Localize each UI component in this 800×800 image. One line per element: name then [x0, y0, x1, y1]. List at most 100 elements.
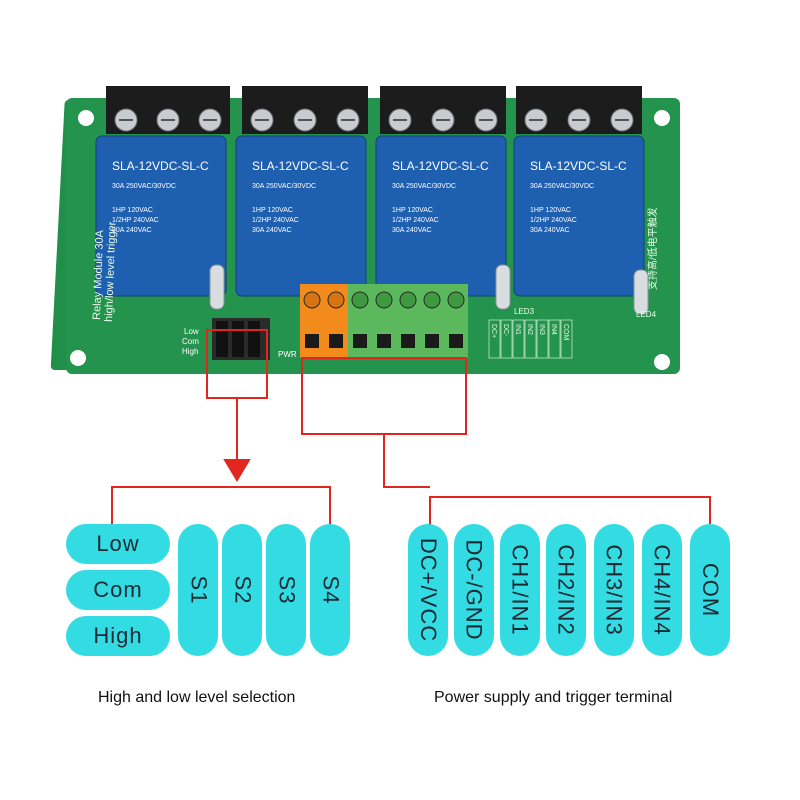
- mounting-hole: [78, 110, 94, 126]
- relay-2: SLA-12VDC-SL-C 30A 250VAC/30VDC 1HP 120VAC…: [235, 135, 367, 297]
- level-com-pill: Com: [66, 570, 170, 610]
- relay-line4: 30A 240VAC: [252, 227, 292, 234]
- relay-line2: 1HP 120VAC: [112, 207, 153, 214]
- input-screw: [375, 291, 393, 309]
- relay-line2: 1HP 120VAC: [392, 207, 433, 214]
- relay-body: [513, 135, 645, 297]
- terminal-silk-label: COM: [562, 324, 569, 341]
- jumper-low-label: Low: [184, 327, 199, 336]
- callout-lines: [111, 329, 711, 526]
- silk-left-2: high/low level trigger: [103, 221, 119, 322]
- terminal-silk-label: IN1: [514, 324, 521, 335]
- relay-line2: 1HP 120VAC: [252, 207, 293, 214]
- switch-s4-label: S4: [317, 575, 343, 605]
- switch-s1-pill: S1: [178, 524, 218, 656]
- relay-line4: 30A 240VAC: [530, 227, 570, 234]
- input-socket: [353, 334, 367, 348]
- terminal-silk-box: [560, 319, 573, 359]
- level-com-label: Com: [93, 577, 143, 602]
- callout-arrow: [223, 459, 251, 482]
- terminal-silk-label: DC-: [502, 324, 509, 337]
- mounting-hole: [654, 354, 670, 370]
- input-terminal-block: [300, 284, 468, 358]
- terminal-silk-box: [512, 319, 525, 359]
- terminal-dc-plus-pill: DC+/VCC: [408, 524, 448, 656]
- relay-body: [95, 135, 227, 297]
- right-group-bracket: [429, 496, 711, 526]
- relay-model: SLA-12VDC-SL-C: [392, 159, 489, 173]
- pwr-label: PWR: [278, 350, 297, 359]
- terminal-dc-minus-label: DC-/GND: [462, 539, 488, 641]
- terminal-in1-label: CH1/IN1: [508, 544, 534, 636]
- relay-line1: 30A 250VAC/30VDC: [112, 183, 176, 190]
- terminal-in4-label: CH4/IN4: [650, 544, 676, 636]
- terminal-silk-label: IN3: [538, 324, 545, 335]
- switch-s1-label: S1: [185, 575, 211, 605]
- mounting-hole: [70, 350, 86, 366]
- relay-model: SLA-12VDC-SL-C: [530, 159, 627, 173]
- input-screw: [327, 291, 345, 309]
- input-screw: [447, 291, 465, 309]
- left-caption: High and low level selection: [98, 689, 296, 706]
- left-group-bracket: [111, 486, 331, 526]
- input-socket: [305, 334, 319, 348]
- terminal-silk-box: [524, 319, 537, 359]
- input-socket: [425, 334, 439, 348]
- right-caption: Power supply and trigger terminal: [434, 689, 673, 706]
- terminal-com-pill: COM: [690, 524, 730, 656]
- relay-line4: 30A 240VAC: [392, 227, 432, 234]
- input-socket: [377, 334, 391, 348]
- relay-model: SLA-12VDC-SL-C: [252, 159, 349, 173]
- silk-right: 支持高/低电平触发: [646, 207, 659, 290]
- terminal-in1-pill: CH1/IN1: [500, 524, 540, 656]
- relay-line1: 30A 250VAC/30VDC: [252, 183, 316, 190]
- led-indicators: LED3 LED4: [209, 264, 657, 319]
- relay-line3: 1/2HP 240VAC: [392, 217, 439, 224]
- relay-line1: 30A 250VAC/30VDC: [392, 183, 456, 190]
- input-socket: [449, 334, 463, 348]
- jumper-high-label: High: [182, 347, 198, 356]
- terminal-in2-pill: CH2/IN2: [546, 524, 586, 656]
- switch-s3-pill: S3: [266, 524, 306, 656]
- relay-4: SLA-12VDC-SL-C 30A 250VAC/30VDC 1HP 120VAC…: [513, 135, 645, 297]
- switch-s2-label: S2: [229, 575, 255, 605]
- input-screw: [423, 291, 441, 309]
- terminal-in3-pill: CH3/IN3: [594, 524, 634, 656]
- switch-s2-pill: S2: [222, 524, 262, 656]
- terminal-in2-label: CH2/IN2: [554, 544, 580, 636]
- relay-line4: 30A 240VAC: [112, 227, 152, 234]
- silk-left-1: Relay Module 30A: [91, 229, 106, 320]
- input-socket: [329, 334, 343, 348]
- level-high-label: High: [93, 623, 143, 648]
- terminal-silk-label: DC+: [490, 324, 497, 338]
- terminal-dc-minus-pill: DC-/GND: [454, 524, 494, 656]
- level-low-label: Low: [96, 531, 140, 556]
- switch-s3-label: S3: [273, 575, 299, 605]
- relay-3: SLA-12VDC-SL-C 30A 250VAC/30VDC 1HP 120VAC…: [375, 135, 507, 297]
- terminal-silk-label: IN2: [526, 324, 533, 335]
- terminal-silk-box: [536, 319, 549, 359]
- terminal-in3-label: CH3/IN3: [602, 544, 628, 636]
- terminal-silk-box: [548, 319, 561, 359]
- input-socket: [401, 334, 415, 348]
- output-screw-terminals: [106, 86, 642, 134]
- led3-label: LED3: [514, 307, 535, 316]
- input-screw: [399, 291, 417, 309]
- relay-line2: 1HP 120VAC: [530, 207, 571, 214]
- terminal-in4-pill: CH4/IN4: [642, 524, 682, 656]
- relay-line1: 30A 250VAC/30VDC: [530, 183, 594, 190]
- input-screw: [351, 291, 369, 309]
- terminal-silk-label: IN4: [550, 324, 557, 335]
- terminal-dc-plus-label: DC+/VCC: [416, 537, 441, 643]
- mounting-hole: [654, 110, 670, 126]
- level-high-pill: High: [66, 616, 170, 656]
- terminal-callout-line: [383, 434, 430, 488]
- relay-line3: 1/2HP 240VAC: [530, 217, 577, 224]
- terminal-com-label: COM: [698, 562, 724, 618]
- relays: SLA-12VDC-SL-C 30A 250VAC/30VDC 1HP 120VAC…: [95, 135, 645, 297]
- relay-line3: 1/2HP 240VAC: [112, 217, 159, 224]
- jumper-com-label: Com: [182, 337, 199, 346]
- switch-s4-pill: S4: [310, 524, 350, 656]
- terminal-silk-box: [488, 319, 501, 359]
